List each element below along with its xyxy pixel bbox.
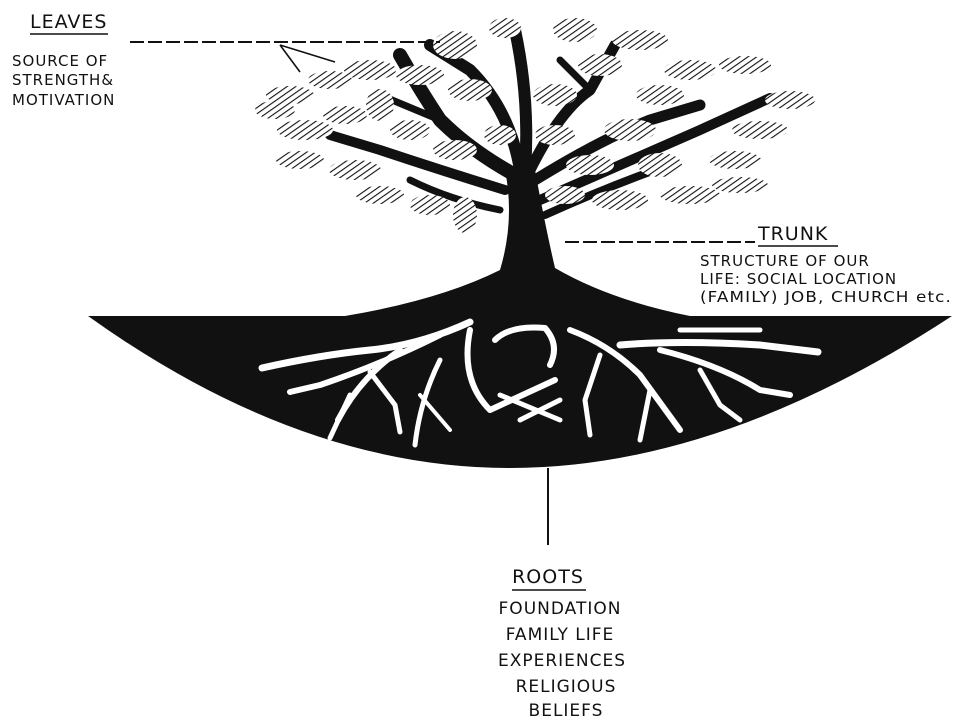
roots-label: ROOTS FOUNDATION FAMILY LIFE EXPERIENCES… [498, 566, 626, 721]
roots-line-2: FAMILY LIFE [506, 625, 615, 645]
roots-line-4: RELIGIOUS [516, 677, 617, 697]
leaves-label: LEAVES SOURCE OF STRENGTH& MOTIVATION [12, 11, 115, 109]
trunk-title: TRUNK [757, 223, 828, 245]
leaves-title: LEAVES [30, 11, 107, 33]
roots-line-5: BELIEFS [529, 701, 604, 721]
roots-title: ROOTS [512, 566, 584, 588]
trunk-line-3: (FAMILY) JOB, CHURCH etc. [700, 288, 952, 306]
ground-bowl [88, 316, 952, 468]
leaves-line-1: SOURCE OF [12, 52, 108, 70]
leaves-line-3: MOTIVATION [12, 91, 115, 109]
trunk-label: TRUNK STRUCTURE OF OUR LIFE: SOCIAL LOCA… [700, 223, 952, 306]
trunk-line-1: STRUCTURE OF OUR [700, 252, 870, 270]
leaves-arrow [280, 45, 335, 72]
trunk-line-2: LIFE: SOCIAL LOCATION [700, 270, 897, 288]
leaves-line-2: STRENGTH& [12, 71, 114, 89]
roots-line-3: EXPERIENCES [498, 651, 626, 671]
roots-line-1: FOUNDATION [499, 599, 622, 619]
